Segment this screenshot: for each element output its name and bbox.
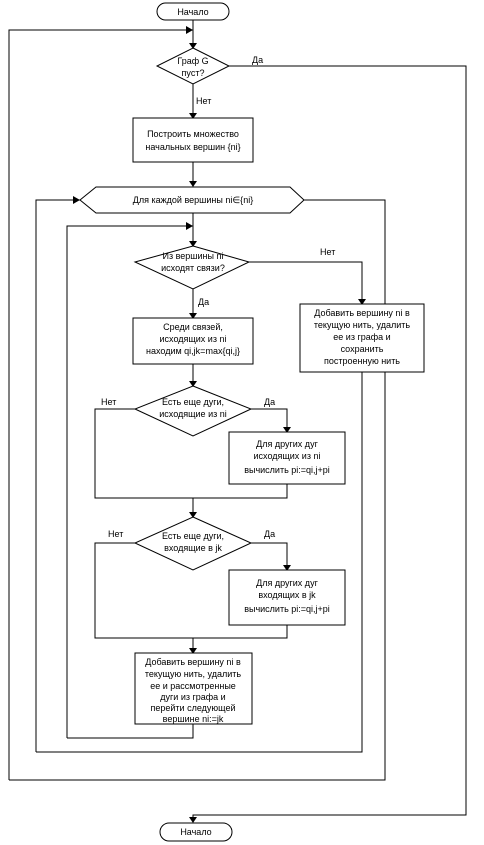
decision-more-out-arcs-line-2: исходящие из ni [159, 409, 226, 419]
process-add-and-next-line-2: текущую нить, удалить [145, 669, 241, 679]
process-find-max: Среди связей, исходящих из ni находим qi… [132, 317, 254, 365]
arrowheads [73, 26, 366, 823]
loop-label: Для каждой вершины ni∈{ni} [133, 195, 253, 205]
process-add-and-next: Добавить вершину ni в текущую нить, удал… [134, 652, 253, 725]
decision-more-out-arcs-line-1: Есть еще дуги, [162, 397, 224, 407]
more-out-arcs-no-label: Нет [101, 397, 116, 407]
decision-more-out-arcs: Есть еще дуги, исходящие из ni [133, 385, 253, 437]
process-add-and-next-line-4: дуги из графа и [160, 692, 225, 702]
has-links-yes-label: Да [198, 297, 209, 307]
process-in-arcs-calc-line-3: вычислить pi:=qi,j+pi [244, 604, 330, 614]
process-find-max-line-1: Среди связей, [163, 322, 223, 332]
has-links-no-label: Нет [320, 247, 335, 257]
process-find-max-line-3: находим qi,jk=max{qi,j} [146, 346, 240, 356]
more-in-arcs-no-label: Нет [108, 529, 123, 539]
process-in-arcs-calc: Для других дуг входящих в jk вычислить p… [228, 569, 346, 626]
process-add-and-save-line-4: сохранить [341, 344, 384, 354]
start-label: Начало [177, 7, 208, 17]
process-add-and-next-line-6: вершине ni:=jk [163, 714, 224, 724]
graph-empty-no-label: Нет [196, 96, 211, 106]
process-in-arcs-calc-line-2: входящих в jk [258, 590, 316, 600]
process-build-set: Построить множество начальных вершин {ni… [132, 117, 254, 163]
end-terminator: Начало [159, 822, 233, 842]
decision-has-links-line-1: Из вершины ni [163, 251, 224, 261]
loop-each-vertex: Для каждой вершины ni∈{ni} [79, 186, 305, 214]
more-out-arcs-yes-label: Да [264, 397, 275, 407]
process-add-and-next-line-3: ее и рассмотренные [150, 681, 236, 691]
process-out-arcs-calc-line-2: исходящих из ni [254, 451, 321, 461]
start-terminator: Начало [156, 2, 230, 21]
process-add-and-next-line-5: перейти следующей [151, 703, 236, 713]
decision-has-links-line-2: исходят связи? [161, 263, 225, 273]
process-find-max-line-2: исходящих из ni [160, 334, 227, 344]
process-out-arcs-calc-line-1: Для других дуг [256, 439, 318, 449]
decision-graph-empty-line-2: пуст? [182, 68, 205, 78]
decision-graph-empty-line-1: Граф G [177, 56, 208, 66]
decision-graph-empty: Граф G пуст? [155, 47, 231, 85]
process-out-arcs-calc-line-3: вычислить pi:=qi,j+pi [244, 465, 330, 475]
process-add-and-save-line-5: построенную нить [324, 356, 400, 366]
process-add-and-save-line-3: ее из графа и [333, 332, 390, 342]
process-add-and-save-line-1: Добавить вершину ni в [314, 308, 410, 318]
end-label: Начало [180, 827, 211, 837]
decision-more-in-arcs-line-2: входящие в jk [164, 543, 222, 553]
graph-empty-yes-label: Да [252, 55, 263, 65]
process-add-and-save-line-2: текущую нить, удалить [314, 320, 410, 330]
decision-more-in-arcs: Есть еще дуги, входящие в jk [133, 516, 253, 571]
process-build-set-line-1: Построить множество [147, 129, 239, 139]
more-in-arcs-yes-label: Да [264, 529, 275, 539]
process-in-arcs-calc-line-1: Для других дуг [256, 578, 318, 588]
process-add-and-save: Добавить вершину ni в текущую нить, удал… [299, 303, 425, 373]
connectors [8, 20, 467, 822]
process-out-arcs-calc: Для других дуг исходящих из ni вычислить… [228, 431, 346, 485]
decision-more-in-arcs-line-1: Есть еще дуги, [162, 531, 224, 541]
decision-has-links: Из вершины ni исходят связи? [133, 245, 251, 290]
process-build-set-line-2: начальных вершин {ni} [145, 142, 240, 152]
process-add-and-next-line-1: Добавить вершину ni в [145, 657, 241, 667]
